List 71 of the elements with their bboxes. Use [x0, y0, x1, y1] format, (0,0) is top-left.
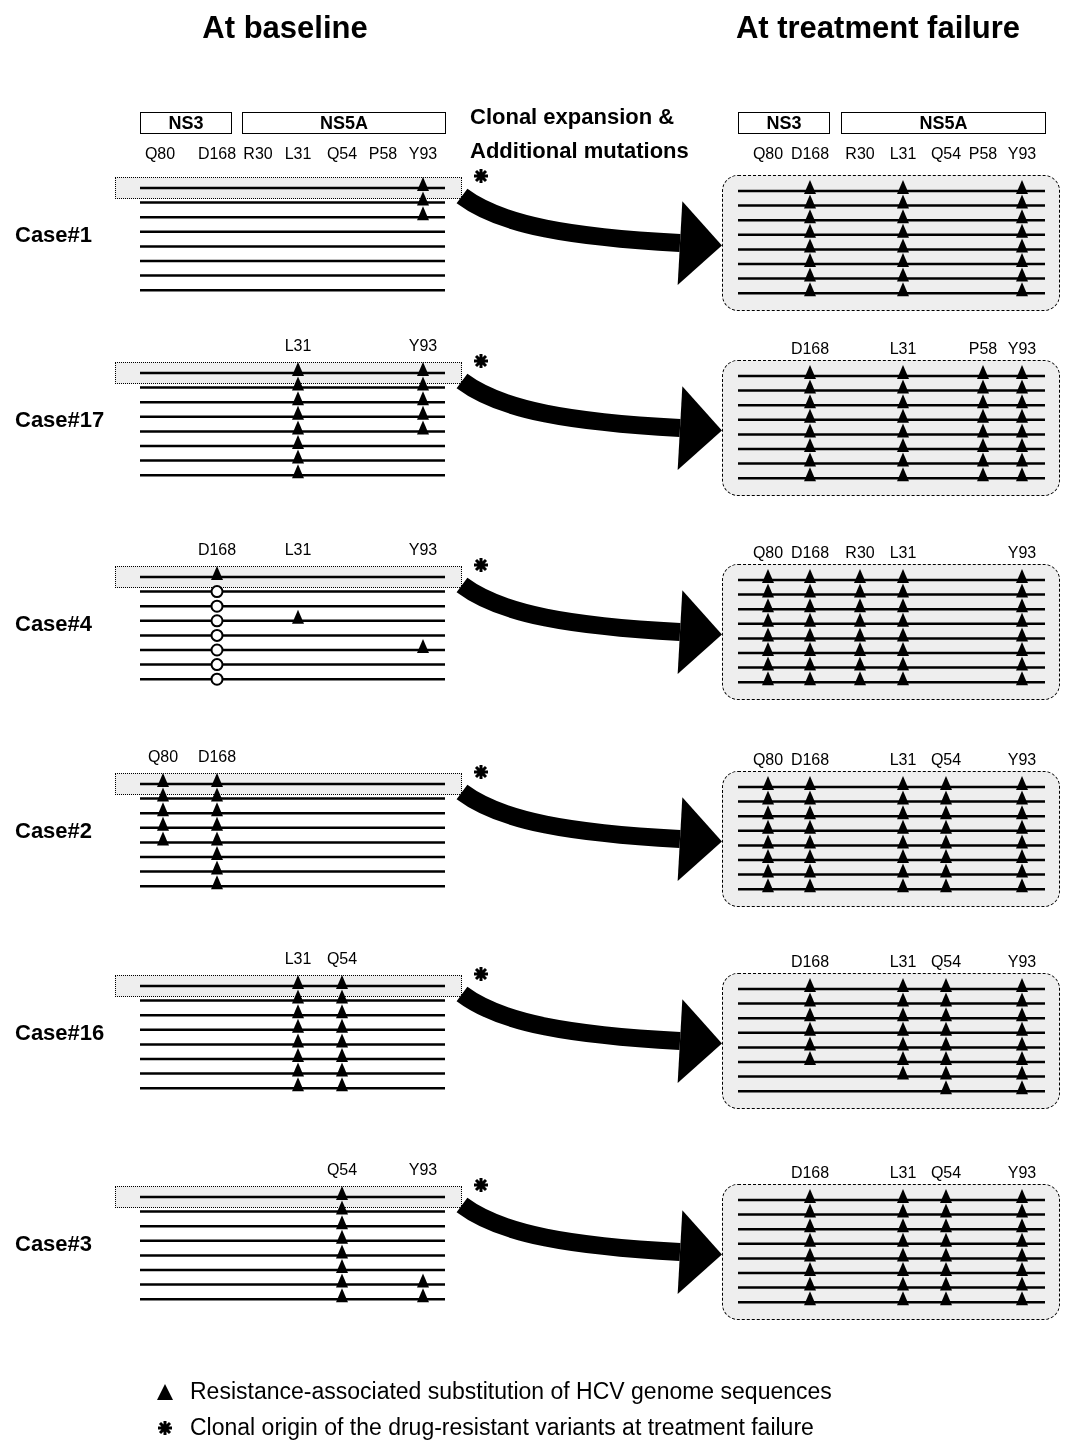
position-label: D168 [790, 1164, 830, 1182]
position-label: Q80 [752, 145, 784, 163]
curved-arrow [457, 784, 722, 881]
position-label: R30 [845, 145, 875, 163]
curved-arrow [457, 577, 722, 674]
position-label: Q80 [144, 145, 176, 163]
position-label: Y93 [1007, 544, 1037, 562]
gene-region-box [841, 112, 1046, 134]
clone-highlight-band [115, 362, 462, 384]
position-label: Q54 [930, 953, 962, 971]
column-heading: At baseline [202, 10, 368, 46]
position-label: D168 [790, 544, 830, 562]
clone-highlight-band [115, 1186, 462, 1208]
position-label: Y93 [408, 1161, 438, 1179]
position-label: Q54 [326, 145, 358, 163]
position-label: D168 [790, 751, 830, 769]
gene-region-label: NS5A [320, 112, 368, 134]
position-label: Y93 [1007, 340, 1037, 358]
position-label: P58 [368, 145, 398, 163]
curved-arrow [457, 188, 722, 285]
gene-region-box [242, 112, 446, 134]
position-label: Y93 [408, 145, 438, 163]
position-label: L31 [889, 340, 917, 358]
position-label: L31 [889, 751, 917, 769]
position-label: P58 [968, 340, 998, 358]
case-label: Case#16 [15, 1020, 105, 1046]
position-label: D168 [197, 145, 237, 163]
case-label: Case#3 [15, 1231, 93, 1257]
position-label: R30 [845, 544, 875, 562]
gene-region-label: NS3 [766, 112, 802, 134]
clone-highlight-band [115, 566, 462, 588]
gene-region-box [738, 112, 830, 134]
clone-highlight-band [115, 975, 462, 997]
case-label: Case#1 [15, 222, 93, 248]
transition-label: Clonal expansion & Additional mutations [470, 103, 690, 165]
position-label: L31 [284, 145, 312, 163]
position-label: L31 [889, 1164, 917, 1182]
position-label: Y93 [1007, 1164, 1037, 1182]
position-label: L31 [284, 337, 312, 355]
case-label: Case#2 [15, 818, 93, 844]
position-label: Y93 [1007, 751, 1037, 769]
position-label: P58 [968, 145, 998, 163]
gene-region-label: NS3 [168, 112, 204, 134]
position-label: D168 [790, 145, 830, 163]
curved-arrow [457, 1197, 722, 1294]
position-label: D168 [790, 340, 830, 358]
column-heading: At treatment failure [735, 10, 1021, 46]
position-label: D168 [197, 541, 237, 559]
position-label: D168 [790, 953, 830, 971]
position-label: L31 [889, 953, 917, 971]
gene-region-box [140, 112, 232, 134]
gene-region-label: NS5A [919, 112, 968, 134]
legend-text: Clonal origin of the drug-resistant variants at treatment failure [190, 1414, 814, 1441]
position-label: Q54 [930, 145, 962, 163]
position-label: Y93 [1007, 145, 1037, 163]
position-label: Y93 [408, 337, 438, 355]
case-label: Case#17 [15, 407, 105, 433]
position-label: R30 [243, 145, 273, 163]
position-label: Y93 [408, 541, 438, 559]
clone-highlight-band [115, 773, 462, 795]
position-label: L31 [889, 544, 917, 562]
position-label: D168 [197, 748, 237, 766]
clone-highlight-band [115, 177, 462, 199]
position-label: L31 [284, 541, 312, 559]
position-label: Y93 [1007, 953, 1037, 971]
legend-text: Resistance-associated substitution of HCV genome sequences [190, 1378, 832, 1405]
curved-arrow [457, 373, 722, 470]
case-label: Case#4 [15, 611, 93, 637]
curved-arrow [457, 986, 722, 1083]
position-label: L31 [889, 145, 917, 163]
position-label: L31 [284, 950, 312, 968]
